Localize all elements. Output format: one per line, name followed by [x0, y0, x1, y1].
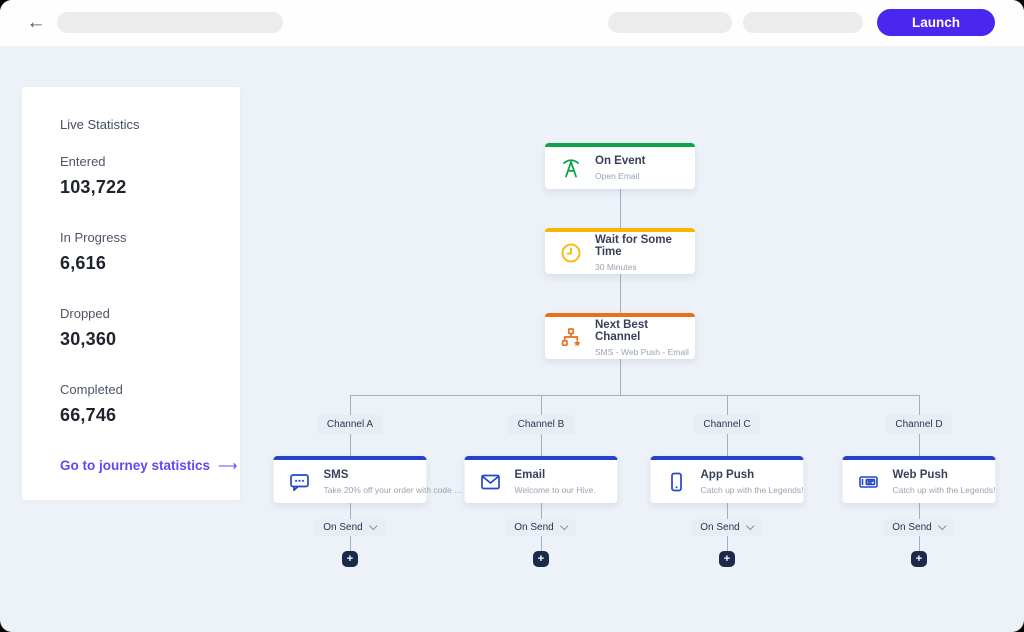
chevron-down-icon [560, 521, 569, 531]
node-title: Email [514, 468, 546, 481]
connector-line [350, 395, 351, 415]
node-title: Wait for Some Time [595, 234, 672, 258]
connector-line [541, 535, 542, 551]
branch-label-channel-a: Channel A [316, 415, 384, 434]
on-send-dropdown[interactable]: On Send [883, 519, 955, 536]
connector-line [350, 503, 351, 519]
stat-value: 6,616 [60, 253, 107, 273]
stat-value: 30,360 [60, 329, 117, 349]
connector-line [919, 503, 920, 519]
dropdown-label: On Send [700, 522, 740, 533]
hierarchy-star-icon [559, 326, 583, 350]
stat-label: Entered [60, 154, 106, 169]
connector-line [620, 359, 621, 395]
branch-label-channel-b: Channel B [507, 415, 575, 434]
node-subtitle: Welcome to our Hive. [514, 484, 596, 495]
node-on-event[interactable]: On Event Open Email [545, 143, 695, 189]
stat-label: In Progress [60, 230, 127, 245]
topbar: ← Launch [0, 0, 1024, 47]
connector-line [350, 395, 919, 396]
add-node-button[interactable]: + [911, 551, 927, 567]
stat-label: Dropped [60, 306, 110, 321]
node-title: App Push [700, 468, 755, 481]
stat-completed: Completed 66,746 [60, 382, 220, 426]
dropdown-label: On Send [514, 522, 554, 533]
clock-icon [559, 241, 583, 265]
connector-line [620, 274, 621, 313]
node-subtitle: SMS - Web Push - Email [595, 347, 689, 357]
connector-line [350, 432, 351, 456]
web-push-icon [857, 470, 881, 494]
antenna-icon [559, 156, 583, 180]
on-send-dropdown[interactable]: On Send [314, 519, 386, 536]
connector-line [541, 395, 542, 415]
connector-line [919, 432, 920, 456]
connector-line [727, 432, 728, 456]
node-next-best-channel[interactable]: Next Best Channel SMS - Web Push - Email [545, 313, 695, 359]
node-email[interactable]: Email Welcome to our Hive. [464, 456, 618, 503]
link-label: Go to journey statistics [60, 458, 211, 473]
journey-statistics-link[interactable]: Go to journey statistics ⟶ [60, 458, 237, 474]
stat-value: 103,722 [60, 177, 127, 197]
connector-line [727, 503, 728, 519]
topbar-skeleton-left [608, 12, 732, 33]
node-title: SMS [323, 468, 349, 481]
stat-dropped: Dropped 30,360 [60, 306, 220, 350]
dropdown-label: On Send [892, 522, 932, 533]
launch-button[interactable]: Launch [877, 9, 995, 36]
node-title: Next Best Channel [595, 319, 649, 343]
stat-in-progress: In Progress 6,616 [60, 230, 220, 274]
sms-bubble-icon [288, 470, 312, 494]
chevron-down-icon [746, 521, 755, 531]
node-title: Web Push [892, 468, 948, 481]
node-subtitle: Catch up with the Legends! [700, 484, 804, 495]
app-push-icon [665, 470, 689, 494]
back-arrow-icon[interactable]: ← [26, 12, 46, 33]
node-subtitle: 30 Minutes [595, 262, 637, 272]
node-app-push[interactable]: App Push Catch up with the Legends! [650, 456, 804, 503]
add-node-button[interactable]: + [719, 551, 735, 567]
branch-label-channel-d: Channel D [885, 415, 953, 434]
stat-entered: Entered 103,722 [60, 154, 220, 198]
on-send-dropdown[interactable]: On Send [691, 519, 763, 536]
topbar-skeleton-right [743, 12, 863, 33]
panel-title: Live Statistics [60, 117, 140, 132]
chevron-down-icon [938, 521, 947, 531]
live-statistics-panel: Live Statistics Entered 103,722 In Progr… [22, 87, 240, 500]
connector-line [620, 189, 621, 228]
connector-line [919, 535, 920, 551]
node-sms[interactable]: SMS Take 20% off your order with code ..… [273, 456, 462, 503]
journey-title-skeleton [57, 12, 283, 33]
connector-line [727, 535, 728, 551]
stat-value: 66,746 [60, 405, 117, 425]
stat-label: Completed [60, 382, 123, 397]
node-web-push[interactable]: Web Push Catch up with the Legends! [842, 456, 996, 503]
connector-line [350, 535, 351, 551]
node-wait[interactable]: Wait for Some Time 30 Minutes [545, 228, 695, 274]
node-subtitle: Take 20% off your order with code ... [323, 484, 462, 495]
add-node-button[interactable]: + [533, 551, 549, 567]
connector-line [727, 395, 728, 415]
branch-label-channel-c: Channel C [693, 415, 761, 434]
chevron-down-icon [369, 521, 378, 531]
dropdown-label: On Send [323, 522, 363, 533]
email-icon [479, 470, 503, 494]
node-subtitle: Catch up with the Legends! [892, 484, 996, 495]
connector-line [919, 395, 920, 415]
node-subtitle: Open Email [595, 171, 640, 181]
connector-line [541, 503, 542, 519]
long-arrow-right-icon: ⟶ [218, 458, 238, 473]
add-node-button[interactable]: + [342, 551, 358, 567]
on-send-dropdown[interactable]: On Send [505, 519, 577, 536]
connector-line [541, 432, 542, 456]
node-title: On Event [595, 155, 646, 167]
